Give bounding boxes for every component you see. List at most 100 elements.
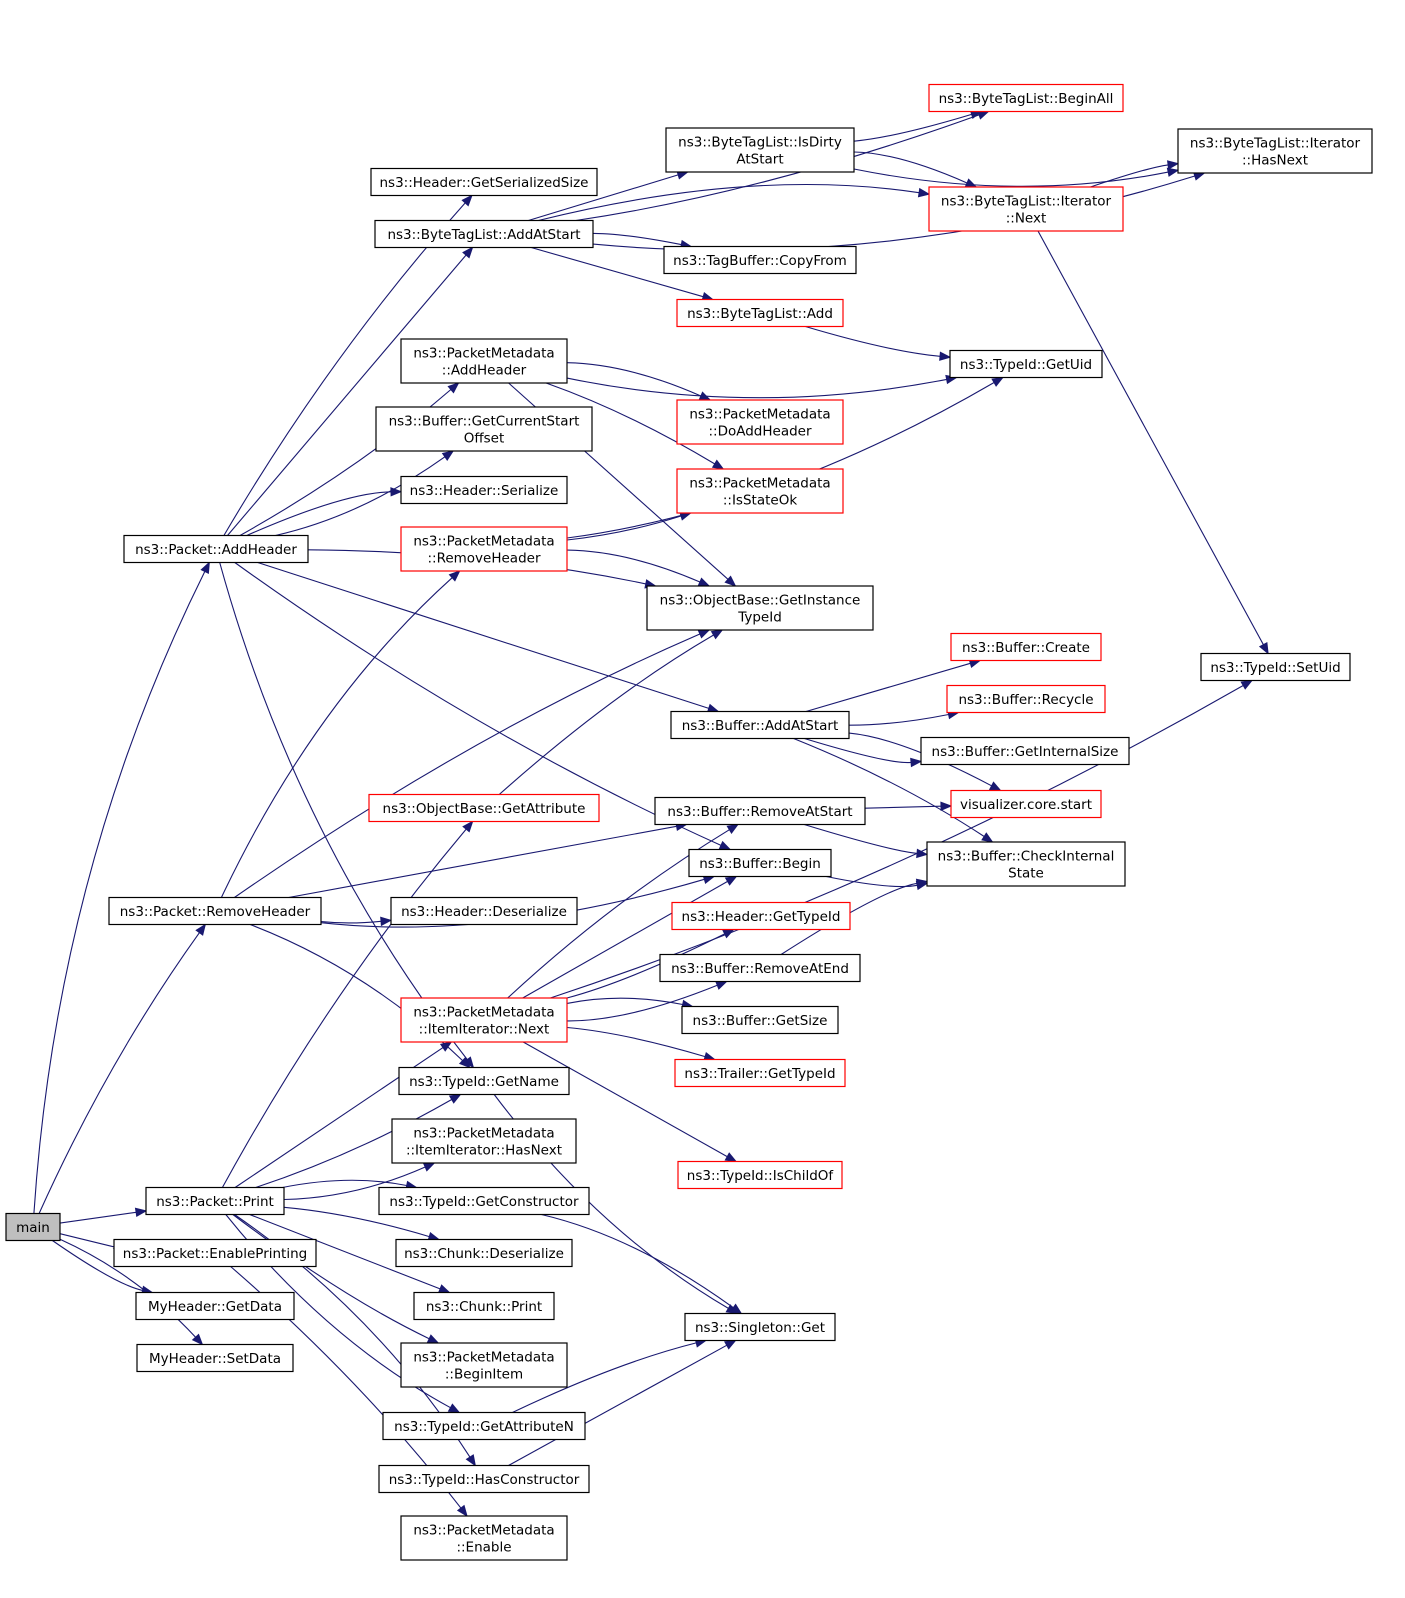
node-buffer-getsize[interactable]: ns3::Buffer::GetSize [681,1005,839,1035]
node-label: ns3::TypeId::GetConstructor [389,1194,579,1210]
edge-line [249,1213,441,1290]
node-label: ns3::Buffer::GetSize [693,1013,828,1029]
node-box [926,841,1126,887]
node-buffer-begin[interactable]: ns3::Buffer::Begin [688,848,832,878]
edge-line [566,515,682,541]
edge-line [853,168,1169,187]
node-typeid-ischildof[interactable]: ns3::TypeId::IsChildOf [677,1160,843,1190]
node-box [135,1291,295,1321]
node-pm-beginitem[interactable]: ns3::PacketMetadata::BeginItem [400,1342,568,1388]
edge-btl_iterator_next-to-btl_iterator_hasnext [1090,160,1180,188]
node-box [378,1464,590,1494]
node-singleton-get[interactable]: ns3::Singleton::Get [684,1312,836,1342]
node-label: ns3::Header::Serialize [410,483,559,499]
edge-pkt_print-to-objectbase_getattribute [221,820,474,1188]
node-label: main [16,1220,50,1236]
node-myheader-setdata[interactable]: MyHeader::SetData [136,1343,294,1373]
edge-line [575,114,980,222]
node-pkt-print[interactable]: ns3::Packet::Print [145,1186,285,1216]
node-buffer-addatstart[interactable]: ns3::Buffer::AddAtStart [670,710,850,740]
node-pkt-addheader[interactable]: ns3::Packet::AddHeader [123,534,309,564]
node-chunk-deserialize[interactable]: ns3::Chunk::Deserialize [395,1238,573,1268]
node-typeid-hasconstructor[interactable]: ns3::TypeId::HasConstructor [378,1464,590,1494]
edge-btl_iterator_next-to-typeid_setuid [1037,230,1269,655]
edge-pkt_print-to-pm_beginitem [232,1214,440,1344]
node-label: ::Next [1006,211,1047,227]
node-label: ns3::Buffer::Recycle [958,692,1093,708]
node-buffer-create[interactable]: ns3::Buffer::Create [950,632,1102,662]
node-typeid-getname[interactable]: ns3::TypeId::GetName [398,1066,570,1096]
edge-line [498,634,714,795]
edge-line [221,828,467,1188]
node-buffer-recycle[interactable]: ns3::Buffer::Recycle [946,684,1106,714]
node-box [5,1212,61,1242]
node-box [400,526,568,572]
node-header-getserializedsize[interactable]: ns3::Header::GetSerializedSize [370,167,598,197]
node-btl-add[interactable]: ns3::ByteTagList::Add [676,298,844,328]
node-header-deserialize[interactable]: ns3::Header::Deserialize [390,896,578,926]
node-typeid-getconstructor[interactable]: ns3::TypeId::GetConstructor [378,1186,590,1216]
node-box [676,399,844,445]
node-label: ns3::Buffer::AddAtStart [682,718,839,734]
node-visualizer-core-start[interactable]: visualizer.core.start [950,789,1102,819]
edge-pkt_print-to-chunk_deserialize [283,1206,441,1242]
node-pm-enable[interactable]: ns3::PacketMetadata::Enable [400,1515,568,1561]
edge-line [566,1026,706,1058]
arrowhead-icon [134,1207,148,1217]
node-btl-iterator-next[interactable]: ns3::ByteTagList::Iterator::Next [928,186,1124,232]
node-pm-doaddheader[interactable]: ns3::PacketMetadata::DoAddHeader [676,399,844,445]
edge-pkt_removeheader-to-objectbase_getinstancetypeid [234,629,711,898]
node-label: ns3::TypeId::HasConstructor [389,1472,580,1488]
node-box [950,789,1102,819]
node-pm-removeheader[interactable]: ns3::PacketMetadata::RemoveHeader [400,526,568,572]
edge-line [52,1240,143,1291]
node-typeid-getuid[interactable]: ns3::TypeId::GetUid [949,349,1103,379]
node-buffer-removeatstart[interactable]: ns3::Buffer::RemoveAtStart [654,796,866,826]
node-label: MyHeader::GetData [148,1299,282,1315]
node-label: ns3::PacketMetadata [413,1005,554,1021]
edge-pm_addheader-to-pm_isstateok [545,382,725,470]
edge-line [38,932,200,1214]
arrowhead-icon [711,459,725,470]
node-btl-iterator-hasnext[interactable]: ns3::ByteTagList::Iterator::HasNext [1177,128,1373,174]
node-main[interactable]: main [5,1212,61,1242]
node-btl-addatstart[interactable]: ns3::ByteTagList::AddAtStart [374,219,594,249]
edge-line [59,1238,197,1338]
node-typeid-setuid[interactable]: ns3::TypeId::SetUid [1200,652,1351,682]
node-label: ns3::Buffer::CheckInternal [938,849,1115,865]
node-buffer-removeatend[interactable]: ns3::Buffer::RemoveAtEnd [659,953,861,983]
node-trailer-gettypeid[interactable]: ns3::Trailer::GetTypeId [674,1058,846,1088]
edge-line [805,325,941,357]
node-label: ns3::TypeId::IsChildOf [687,1168,835,1184]
node-label: ns3::Buffer::GetCurrentStart [389,414,580,430]
node-pm-itemiterator-next[interactable]: ns3::PacketMetadata::ItemIterator::Next [400,997,568,1043]
node-box [400,338,568,384]
node-objectbase-getattribute[interactable]: ns3::ObjectBase::GetAttribute [368,793,600,823]
node-myheader-getdata[interactable]: MyHeader::GetData [135,1291,295,1321]
node-tagbuffer-copyfrom[interactable]: ns3::TagBuffer::CopyFrom [663,245,857,275]
node-box [370,167,598,197]
edge-pm_removeheader-to-objectbase_getinstancetypeid [566,549,711,587]
node-pm-addheader[interactable]: ns3::PacketMetadata::AddHeader [400,338,568,384]
node-header-serialize[interactable]: ns3::Header::Serialize [400,475,568,505]
arrowhead-icon [724,575,737,587]
node-chunk-print[interactable]: ns3::Chunk::Print [413,1291,555,1321]
node-pkt-enableprinting[interactable]: ns3::Packet::EnablePrinting [113,1238,317,1268]
edge-line [1037,230,1264,645]
node-typeid-getattributen[interactable]: ns3::TypeId::GetAttributeN [382,1411,586,1441]
node-pkt-removeheader[interactable]: ns3::Packet::RemoveHeader [108,896,322,926]
node-box [400,1342,568,1388]
node-btl-beginall[interactable]: ns3::ByteTagList::BeginAll [928,83,1124,113]
node-pm-isstateok[interactable]: ns3::PacketMetadata::IsStateOk [676,468,844,514]
arrowhead-icon [461,194,473,207]
node-box [398,1066,570,1096]
node-header-gettypeid[interactable]: ns3::Header::GetTypeId [671,901,851,931]
node-label: MyHeader::SetData [149,1351,281,1367]
arrowhead-icon [448,570,461,582]
node-buffer-getinternalsize[interactable]: ns3::Buffer::GetInternalSize [920,736,1130,766]
node-pm-itemiterator-hasnext[interactable]: ns3::PacketMetadata::ItemIterator::HasNe… [391,1118,577,1164]
